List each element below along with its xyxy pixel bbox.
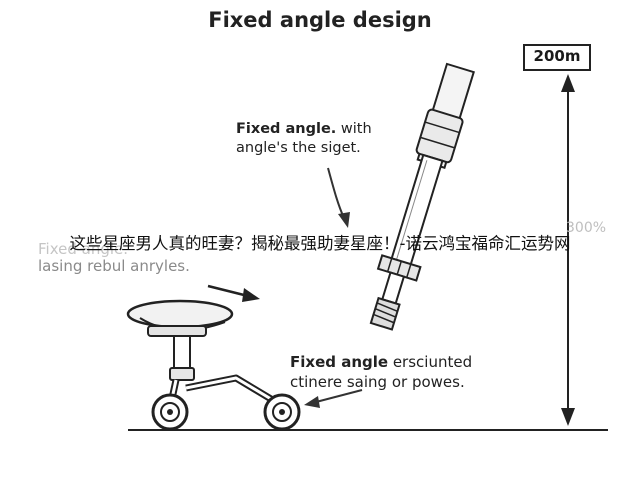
diagram-title: Fixed angle design (208, 8, 432, 32)
overlay-caption: 这些星座男人真的旺妻？揭秘最强助妻星座！-诺云鸿宝福命汇运势网 (69, 234, 571, 253)
callout-bottom: Fixed angle ersciunted ctinere saing or … (290, 352, 472, 392)
front-wheel (151, 393, 189, 431)
callout-top-bold: Fixed angle. (236, 121, 337, 137)
threaded-tip (369, 296, 401, 331)
callout-bottom-line2: ctinere saing or powes. (290, 373, 465, 391)
callout-top: Fixed angle. with angle's the siget. (236, 120, 372, 158)
callout-arrow-bottom (304, 389, 363, 408)
callout-top-line2: angle's the siget. (236, 140, 361, 156)
measurement-label-box (523, 44, 591, 71)
measurement-label: 200m (533, 47, 581, 65)
telescopic-pole (369, 62, 475, 331)
faded-caption-line1: Fixed angle. (38, 240, 129, 258)
callout-bottom-bold: Fixed angle (290, 353, 389, 371)
callout-arrow-top (327, 167, 350, 228)
bike-seat (126, 299, 234, 329)
motion-arrow (207, 284, 260, 302)
balance-bike (126, 299, 301, 431)
faded-caption-line2: lasing rebul anryles. (38, 257, 190, 275)
callout-bottom-rest: ersciunted (388, 353, 473, 371)
measurement-arrow (561, 74, 575, 426)
callout-top-rest: with (336, 121, 372, 137)
faded-measurement-value: 300% (566, 220, 607, 236)
rear-wheel (263, 393, 301, 431)
